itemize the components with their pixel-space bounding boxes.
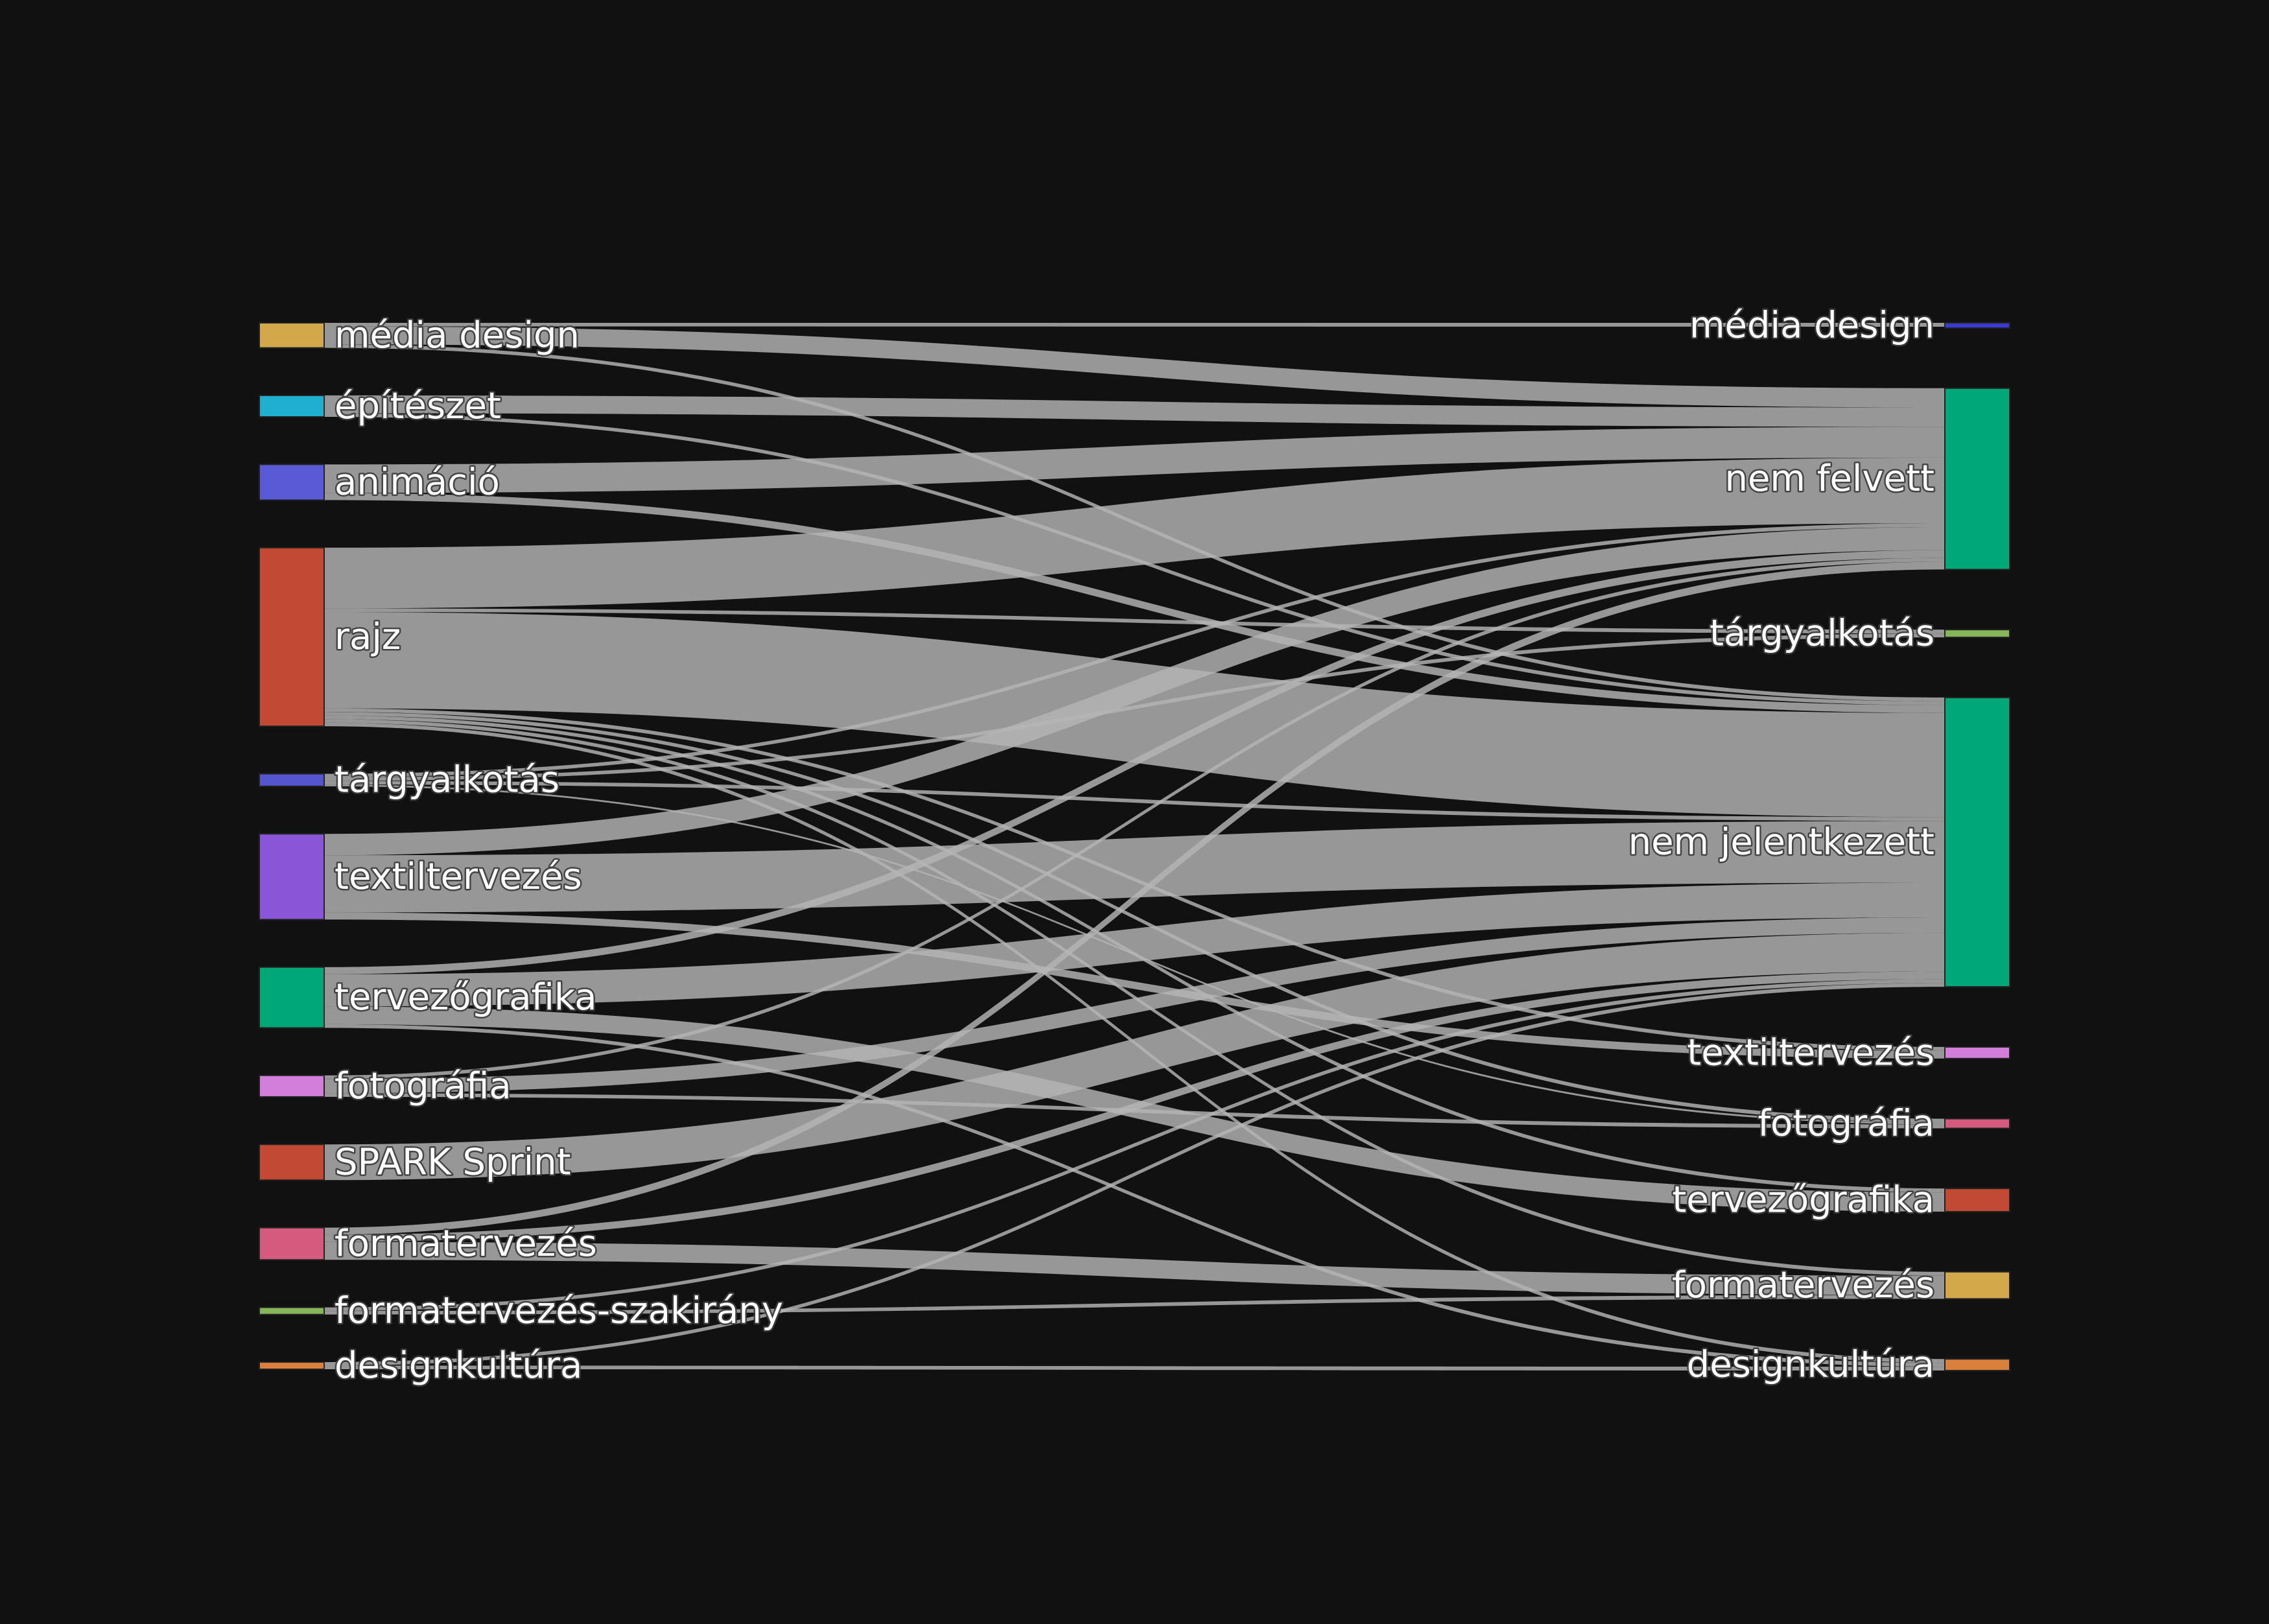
source-node-2 [259,464,325,501]
target-node-label-4: textiltervezés [1687,1031,1934,1074]
source-node-0 [259,322,325,349]
labels-layer: média design építészet animáció rajz tárgyal… [333,303,1936,1388]
link-s_textil-to-t_textil [324,912,1945,1059]
link-s_foto-to-t_nj [324,917,1945,1094]
source-node-10 [259,1306,325,1315]
link-s_textil-to-t_nf [324,526,1945,856]
link-s_rajz-to-t_forma [324,719,1945,1276]
link-s_spark-to-t_nj [324,932,1945,1181]
source-node-label-1: építészet [335,385,501,427]
link-s_textil-to-t_nj [324,821,1945,913]
link-s_foto-to-t_nf [324,558,1945,1079]
links-layer [324,323,1945,1371]
target-node-label-1: nem felvett [1724,458,1934,500]
source-node-1 [259,394,325,418]
target-node-2 [1944,629,2010,639]
target-node-label-7: formatervezés [1672,1264,1934,1306]
link-s_formasz-to-t_nj [324,979,1945,1312]
source-node-9 [259,1227,325,1261]
link-s_formasz-to-t_forma [324,1295,1945,1315]
target-node-label-6: tervezőgrafika [1672,1179,1934,1221]
target-node-label-0: média design [1689,305,1934,347]
source-node-6 [259,966,325,1029]
source-node-4 [259,773,325,787]
target-node-label-2: tárgyalkotás [1710,613,1934,655]
source-node-label-6: tervezőgrafika [335,976,597,1018]
source-node-label-9: formatervezés [335,1223,597,1265]
link-s_design-to-t_design [324,1365,1945,1371]
source-node-label-10: formatervezés-szakirány [335,1290,783,1332]
link-s_targy-to-t_nf [324,523,1945,778]
link-s_rajz-to-t_nf [324,457,1945,609]
source-node-label-4: tárgyalkotás [335,759,559,801]
link-s_media-to-t_media [324,323,1945,327]
source-node-label-3: rajz [335,616,401,658]
source-node-label-8: SPARK Sprint [335,1141,571,1183]
target-node-6 [1944,1188,2010,1212]
target-node-label-8: designkultúra [1687,1344,1934,1386]
link-s_rajz-to-t_foto [324,712,1945,1123]
link-s_anim-to-t_nj [324,493,1945,713]
link-s_anim-to-t_nf [324,427,1945,493]
link-s_rajz-to-t_nj [324,611,1945,818]
link-s_design-to-t_nj [324,983,1945,1366]
target-node-label-3: nem jelentkezett [1628,821,1934,864]
target-node-label-5: fotográfia [1758,1103,1934,1145]
link-s_rajz-to-t_targy [324,608,1945,634]
source-node-5 [259,833,325,921]
target-node-7 [1944,1271,2010,1300]
link-s_media-to-t_nf [324,326,1945,408]
link-s_forma-to-t_forma [324,1242,1945,1295]
source-node-3 [259,547,325,727]
target-node-0 [1944,322,2010,329]
link-s_terv-to-t_design [324,1024,1945,1367]
source-node-7 [259,1074,325,1098]
link-s_forma-to-t_nj [324,971,1945,1242]
source-node-label-2: animáció [335,461,500,503]
link-s_targy-to-t_targy [324,633,1945,781]
target-node-8 [1944,1358,2010,1372]
source-node-label-7: fotográfia [335,1065,511,1107]
target-node-5 [1944,1118,2010,1129]
source-node-8 [259,1144,325,1181]
link-s_terv-to-t_nf [324,550,1945,974]
nodes-layer [259,322,2010,1372]
source-node-label-0: média design [335,314,580,357]
link-s_forma-to-t_nf [324,561,1945,1235]
link-s_targy-to-t_nj [324,781,1945,821]
link-s_foto-to-t_foto [324,1093,1945,1129]
target-node-1 [1944,387,2010,571]
source-node-label-11: designkultúra [335,1345,582,1387]
source-node-label-5: textiltervezés [335,856,582,898]
link-s_terv-to-t_nj [324,882,1945,1007]
source-node-11 [259,1361,325,1370]
target-node-3 [1944,696,2010,988]
link-s_epit-to-t_nf [324,395,1945,427]
target-node-4 [1944,1046,2010,1059]
